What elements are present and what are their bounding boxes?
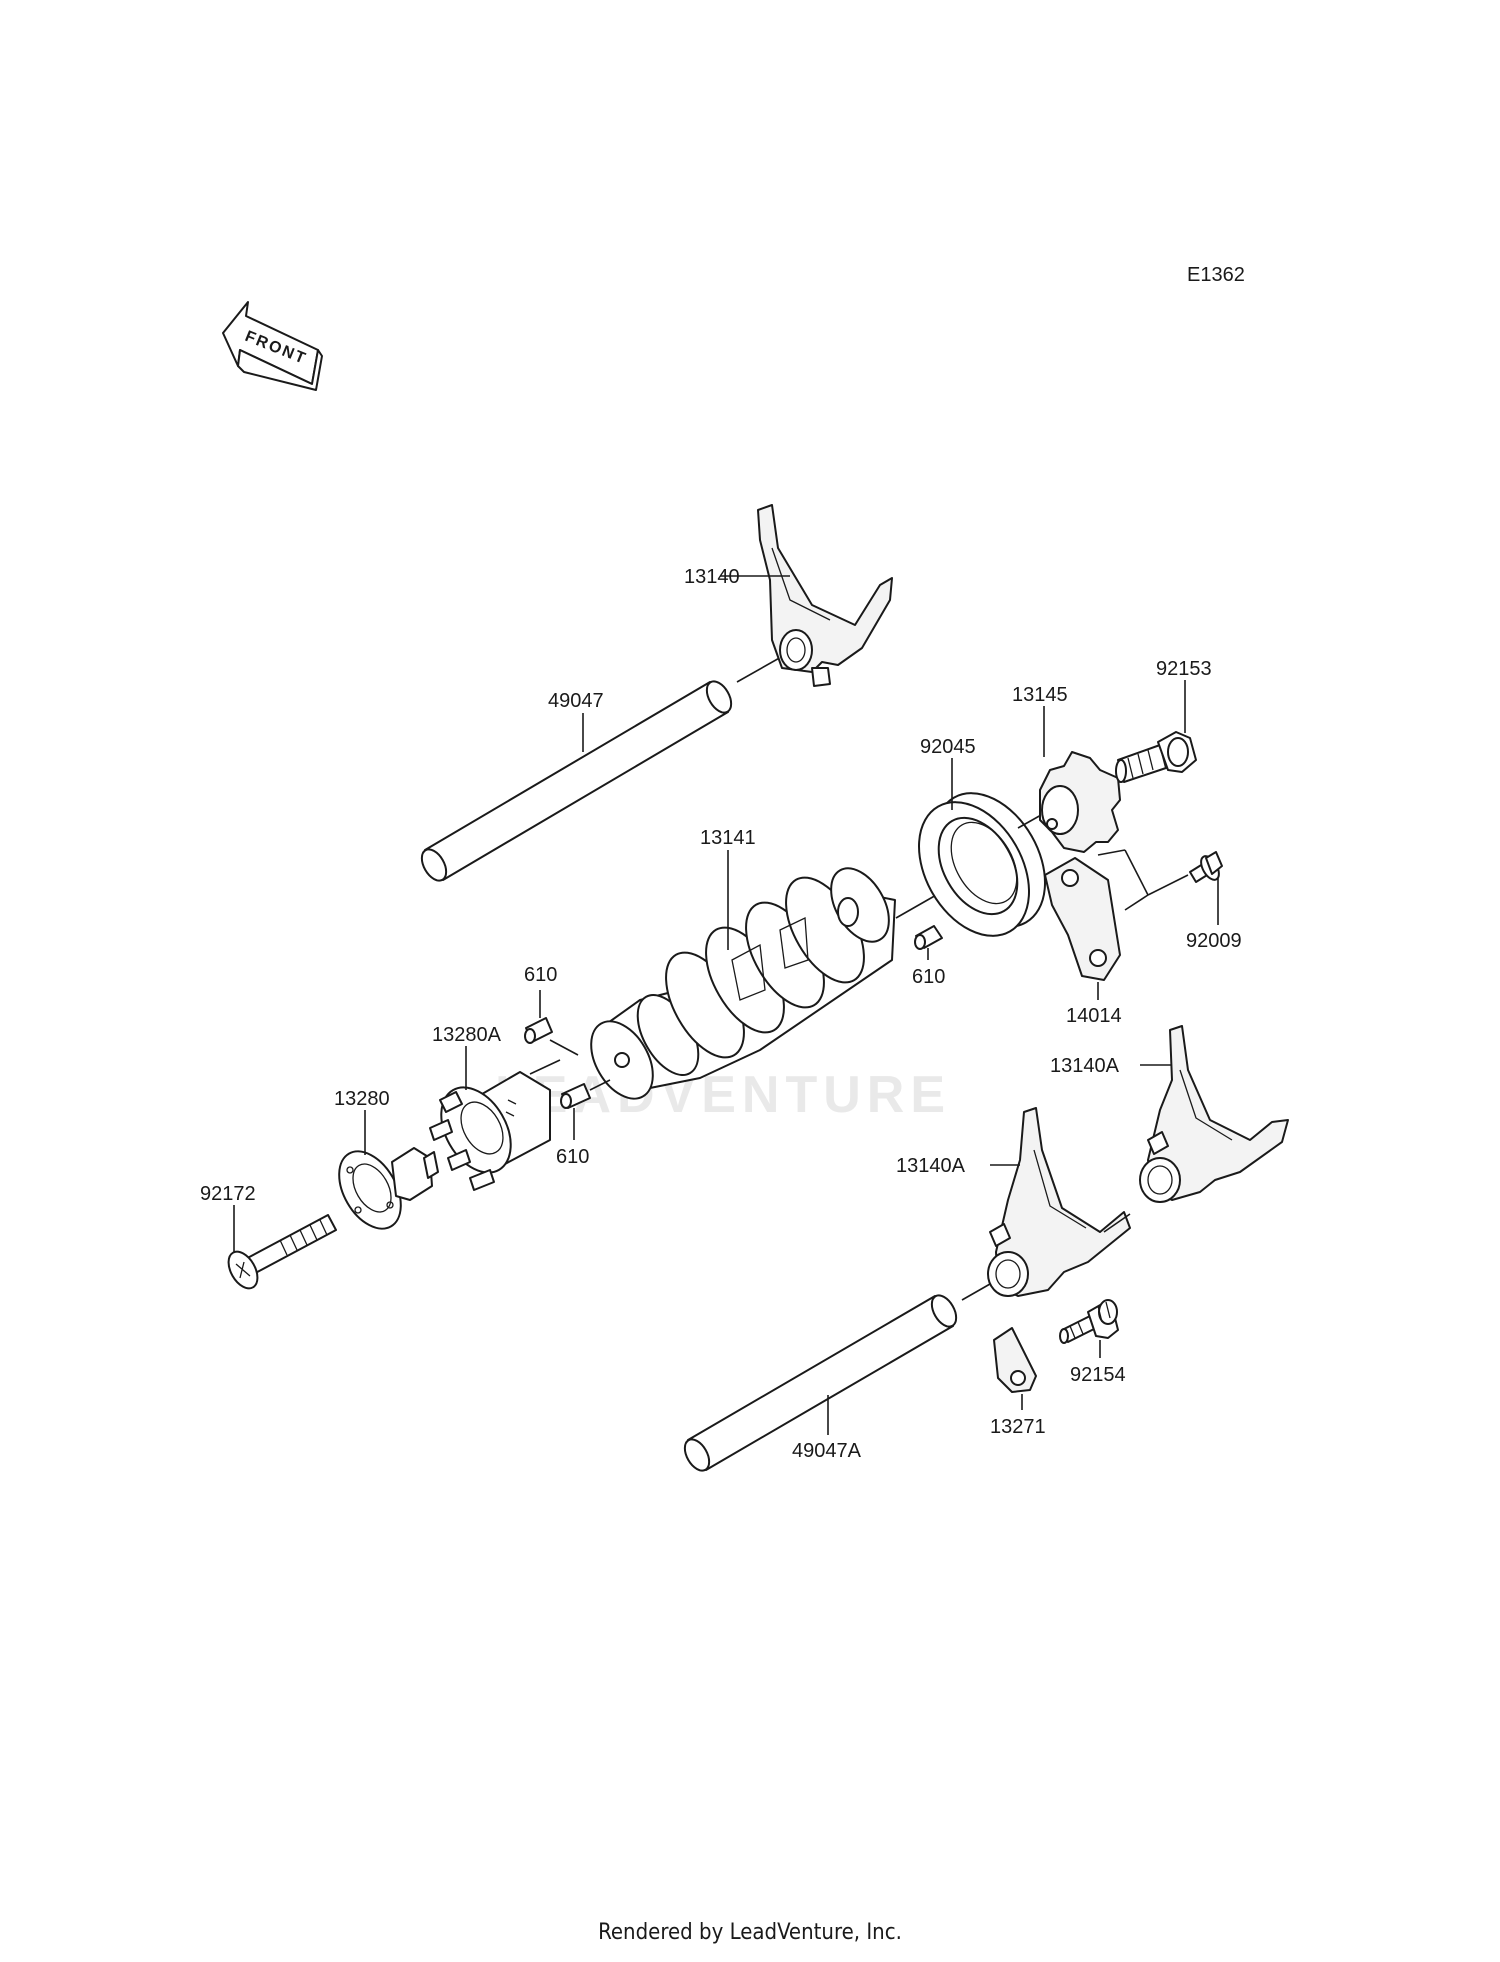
pin-610-lower — [560, 1083, 591, 1109]
pin-plate-13280 — [338, 1147, 439, 1230]
label-13140: 13140 — [684, 566, 740, 588]
label-13280A: 13280A — [432, 1024, 502, 1046]
label-92045: 92045 — [920, 736, 976, 758]
diagram-code: E1362 — [1187, 264, 1245, 286]
shift-fork-13140 — [757, 504, 893, 687]
label-610-upper: 610 — [524, 964, 557, 986]
screw-92009 — [1189, 851, 1223, 883]
label-13280: 13280 — [334, 1088, 390, 1110]
bolt-92154 — [1059, 1299, 1119, 1344]
label-92172: 92172 — [200, 1183, 256, 1205]
label-92153: 92153 — [1156, 658, 1212, 680]
shift-drum-13141 — [590, 867, 896, 1100]
front-arrow-icon: FRONT — [222, 301, 323, 391]
pin-holder-13280A — [429, 1071, 551, 1191]
label-13140A-left: 13140A — [896, 1155, 966, 1177]
label-13271: 13271 — [990, 1416, 1046, 1438]
screw-92172 — [227, 1214, 337, 1290]
label-13141: 13141 — [700, 827, 756, 849]
shift-fork-13140A-right — [1139, 1025, 1289, 1203]
drum-cam-13145 — [1039, 751, 1121, 853]
label-13140A-right: 13140A — [1050, 1055, 1120, 1077]
label-49047: 49047 — [548, 690, 604, 712]
label-610-right: 610 — [912, 966, 945, 988]
shift-rod-49047 — [420, 680, 733, 882]
label-13145: 13145 — [1012, 684, 1068, 706]
pin-610-upper — [524, 1017, 553, 1044]
pin-610-right — [914, 925, 943, 950]
bolt-92153 — [1115, 731, 1197, 783]
label-610-lower: 610 — [556, 1146, 589, 1168]
label-92009: 92009 — [1186, 930, 1242, 952]
label-92154: 92154 — [1070, 1364, 1126, 1386]
bearing-92045 — [918, 792, 1046, 937]
label-49047A: 49047A — [792, 1440, 862, 1462]
shift-rod-49047A — [683, 1294, 958, 1472]
footer-credit: Rendered by LeadVenture, Inc. — [598, 1920, 902, 1945]
plate-13271 — [993, 1327, 1037, 1393]
plate-14014 — [1044, 857, 1121, 981]
shift-fork-13140A-left — [987, 1107, 1131, 1297]
label-14014: 14014 — [1066, 1005, 1122, 1027]
